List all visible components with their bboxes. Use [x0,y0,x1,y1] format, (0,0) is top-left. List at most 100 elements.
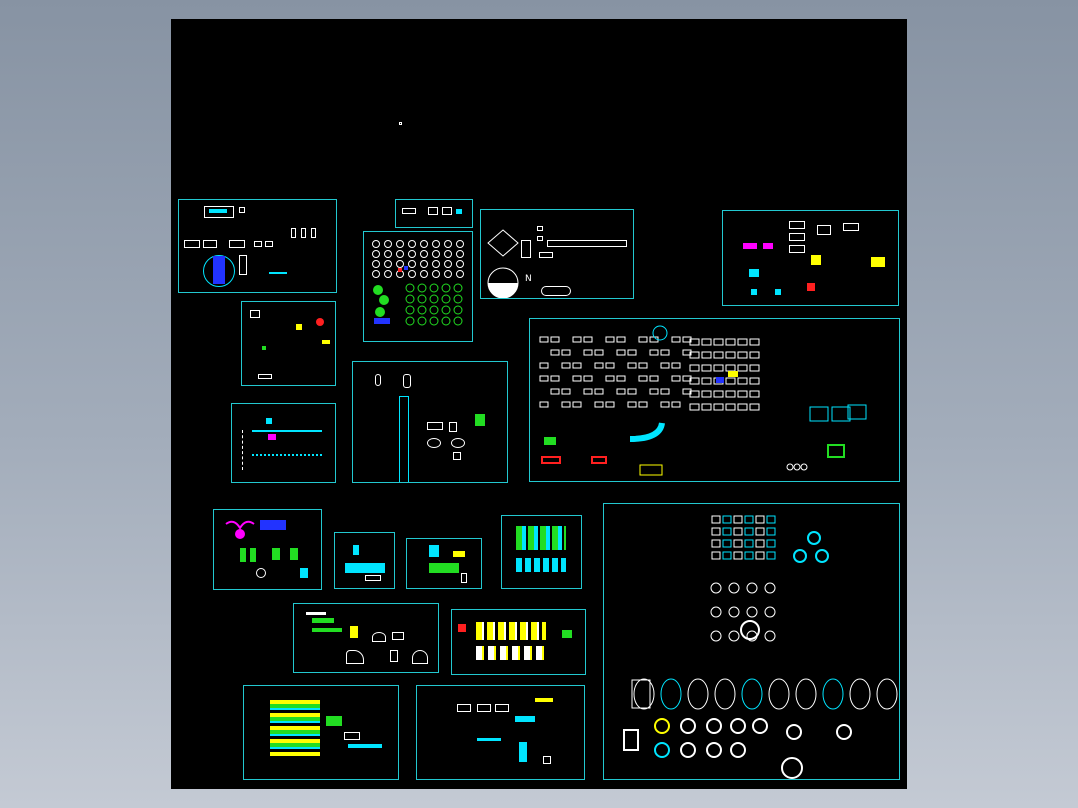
furniture-block [725,338,736,346]
tree-symbol [405,283,415,293]
tree-symbol [453,294,463,304]
round-dining [654,718,670,734]
block-cyan [429,545,439,557]
block [537,226,543,231]
round-dining [706,742,722,758]
figure-block [301,228,306,238]
dining-set [722,551,732,560]
logo-text-block [260,520,286,530]
frame-dining-tables[interactable] [603,503,900,780]
furniture-block [627,349,637,356]
dining-set [722,515,732,524]
block [412,650,428,664]
sink-block [427,438,441,448]
dining-set [744,527,754,536]
round-dining-cyan [793,549,807,563]
chair-grid [270,700,320,756]
block-green [250,548,256,562]
frame-site-plan[interactable]: N [480,209,634,299]
oval-table [633,678,655,710]
cad-drawing-canvas[interactable]: N [171,19,907,789]
furniture-block [649,349,659,356]
block [427,422,443,430]
block [442,207,452,215]
dining-set [766,527,776,536]
furniture-block [561,349,571,356]
plant-symbol [420,270,428,278]
round-dining [781,757,803,779]
tree-symbol [373,285,383,295]
sofa-set [809,406,829,422]
dining-set [764,606,776,618]
furniture-block [749,377,760,385]
round-dining [740,620,760,640]
oval-table [849,678,871,710]
block-green [290,548,298,560]
frame-landscape-plan[interactable] [231,403,336,483]
furniture-block [701,403,712,411]
block-cyan [266,418,272,424]
block [402,208,416,214]
furniture-block [749,403,760,411]
block [843,223,859,231]
frame-mixed-blocks-c[interactable] [451,609,586,675]
block-grid [476,622,546,640]
block-grid [516,526,566,550]
block-yellow [811,255,821,265]
tree-symbol [441,283,451,293]
origin-marker [399,122,402,125]
frame-sofa-collection[interactable] [178,199,337,293]
frame-doors-elevations[interactable] [352,361,508,483]
furniture-block [539,375,549,382]
furniture-block [737,364,748,372]
frame-people-blocks[interactable] [722,210,899,306]
frame-logo-figures[interactable] [213,509,322,590]
furniture-block [605,336,615,343]
block-cyan [751,289,757,295]
tree-symbol [441,294,451,304]
dining-set [733,527,743,536]
furniture-block [627,362,637,369]
frame-plants[interactable] [363,231,473,342]
tree-symbol [453,316,463,326]
dining-set [728,630,740,642]
frame-mixed-blocks-b[interactable] [293,603,439,673]
furniture-block [701,338,712,346]
plant-symbol [396,260,404,268]
table-detail [213,256,225,284]
plant-symbol [444,240,452,248]
frame-colored-chairs[interactable] [243,685,399,780]
block [537,236,543,241]
dining-set [722,527,732,536]
block-cyan [515,716,535,722]
frame-small-blocks[interactable] [395,199,473,228]
block [449,422,457,432]
furniture-block [627,388,637,395]
frame-small-set-b[interactable] [406,538,482,589]
dining-set [710,630,722,642]
furniture-block [725,377,736,385]
frame-small-set-a[interactable] [334,532,395,589]
frame-mixed-blocks[interactable] [241,301,336,386]
dimension-line [269,272,287,274]
block [539,252,553,258]
furniture-block [701,364,712,372]
column-cyan [399,396,409,482]
oval-table [876,678,898,710]
block [817,225,831,235]
furniture-block [561,388,571,395]
furniture-block [689,403,700,411]
dining-set [710,582,722,594]
frame-furniture-library[interactable] [529,318,900,482]
chair-block [254,241,262,247]
block-green [326,716,342,726]
block-red [591,456,607,464]
dining-set [746,606,758,618]
tree-symbol [405,305,415,315]
dining-set [733,515,743,524]
frame-misc-blocks[interactable] [416,685,585,780]
furniture-block [749,364,760,372]
frame-small-set-c[interactable] [501,515,582,589]
plant-symbol [396,240,404,248]
plant-symbol [444,270,452,278]
